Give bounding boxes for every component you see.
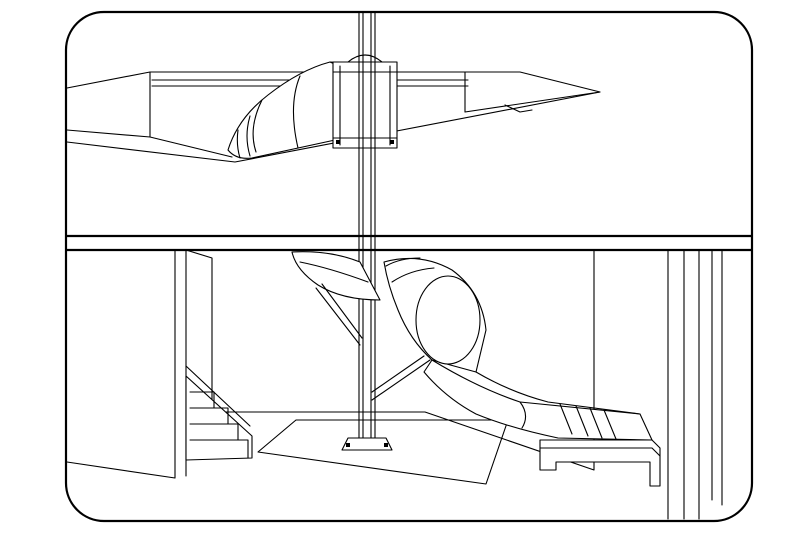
upper-tube-rings <box>236 75 301 159</box>
chute-ribs <box>559 403 617 440</box>
base-bolt-2 <box>384 443 388 447</box>
lower-floor <box>66 249 723 520</box>
lower-slide-tube-back <box>291 251 381 301</box>
bracket-bolt-1 <box>336 140 340 144</box>
tube-opening <box>415 275 481 365</box>
stair-treads <box>189 391 249 459</box>
support-struts <box>315 283 431 401</box>
tube-back-seam <box>299 261 369 283</box>
stair-rail <box>185 365 251 427</box>
floor-slab <box>67 234 752 252</box>
floor-pad <box>257 419 509 485</box>
right-wall-lines <box>667 249 723 520</box>
base-bolt-1 <box>346 443 350 447</box>
bracket-bolt-2 <box>390 140 394 144</box>
upper-bracket-detail <box>332 54 398 146</box>
upper-slide-tube <box>227 61 349 159</box>
staircase <box>185 375 253 461</box>
exit-bench <box>539 439 661 487</box>
rounded-frame <box>64 10 754 523</box>
upper-floor <box>66 54 601 163</box>
left-column <box>66 249 187 479</box>
slide-chute <box>423 359 653 441</box>
opening-inner-edge <box>66 71 601 158</box>
pole-base-plate <box>341 437 393 451</box>
exit-bench-detail <box>539 447 661 457</box>
chute-side <box>475 371 641 429</box>
tube-rings <box>385 257 435 283</box>
support-pole <box>341 11 393 451</box>
upper-bracket <box>332 61 398 149</box>
